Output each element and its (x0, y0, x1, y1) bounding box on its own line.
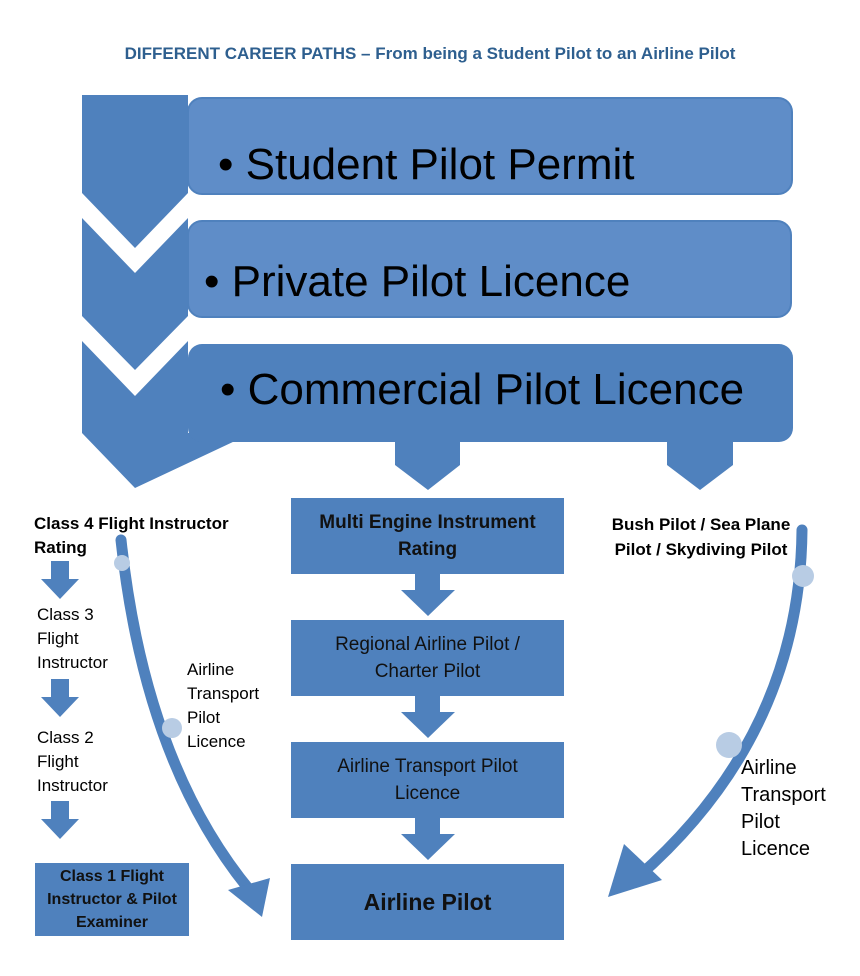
left-curve-arrow (115, 534, 258, 899)
right-node-mid (716, 732, 742, 758)
class1-box: Class 1 Flight Instructor & Pilot Examin… (35, 863, 189, 936)
chevron-2 (82, 218, 188, 370)
left-arrow-2 (41, 679, 79, 717)
right-curve-arrowhead (608, 844, 662, 897)
left-node-top (114, 555, 130, 571)
airline-pilot-box: Airline Pilot (291, 864, 564, 940)
chevron-3 (82, 341, 252, 488)
class3-label: Class 3 Flight Instructor (37, 605, 108, 672)
multi-engine-box: Multi Engine Instrument Rating (291, 498, 564, 574)
right-node-top (792, 565, 814, 587)
stage-2-label: • Private Pilot Licence (204, 257, 631, 306)
left-arrow-3 (41, 801, 79, 839)
down-arrow-center (395, 438, 460, 490)
airline-transport-box: Airline Transport Pilot Licence (291, 742, 564, 818)
left-curve-label: Airline Transport Pilot Licence (187, 660, 260, 751)
center-arrow-3 (401, 818, 455, 860)
chevron-1 (82, 95, 188, 248)
class4-label: Class 4 Flight Instructor Rating (34, 514, 229, 557)
regional-airline-box: Regional Airline Pilot / Charter Pilot (291, 620, 564, 696)
stage-3-label: • Commercial Pilot Licence (220, 365, 745, 414)
right-curve-label: Airline Transport Pilot Licence (741, 757, 826, 860)
center-arrow-2 (401, 696, 455, 738)
stage-1-label: • Student Pilot Permit (218, 140, 635, 189)
down-arrow-right (667, 438, 733, 490)
stage-3-text: Commercial Pilot Licence (247, 365, 745, 414)
diagram-title: DIFFERENT CAREER PATHS – From being a St… (124, 44, 736, 63)
bush-pilot-label: Bush Pilot / Sea Plane Pilot / Skydiving… (611, 515, 791, 559)
center-arrow-1 (401, 574, 455, 616)
class2-label: Class 2 Flight Instructor (37, 728, 108, 795)
stage-1-text: Student Pilot Permit (245, 140, 635, 189)
left-node-mid (162, 718, 182, 738)
stage-bar-1 (187, 97, 793, 195)
left-arrow-1 (41, 561, 79, 599)
stage-2-text: Private Pilot Licence (231, 257, 631, 306)
stage-bar-3 (188, 344, 793, 442)
stage-bar-2 (187, 220, 792, 318)
left-curve-arrowhead (228, 878, 270, 917)
